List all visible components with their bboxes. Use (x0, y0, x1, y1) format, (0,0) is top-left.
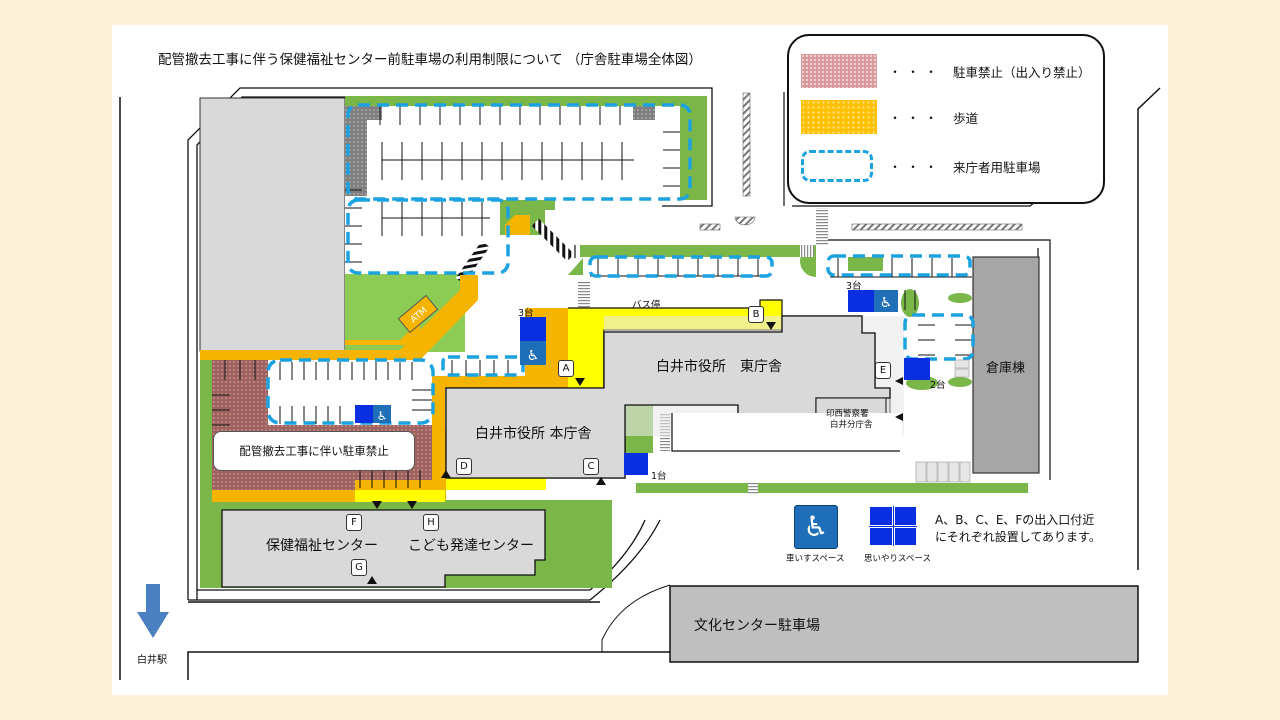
wheelchair-space-label: 車いすスペース (786, 554, 845, 564)
legend-label-sidewalk: 歩道 (953, 110, 979, 126)
entrance-arrows (367, 322, 903, 584)
middle-parking-lot (268, 360, 509, 425)
legend-dots: ・・・ (889, 159, 944, 174)
accessible-spaces: ♿ ♿ ♿ (355, 290, 930, 475)
consideration-space-label: 思いやりスペース (864, 554, 931, 564)
no-parking-swatch (801, 54, 877, 88)
map-legend: ・・・ 駐車禁止（出入り禁止） ・・・ 歩道 ・・・ 来庁者用駐車場 (787, 34, 1105, 204)
svg-text:♿: ♿ (527, 348, 540, 364)
accessible-note-line1: A、B、C、E、Fの出入口付近 (935, 513, 1095, 527)
entrance-g: G (351, 559, 367, 576)
entrance-h: H (423, 514, 439, 531)
count-label-3a: 3台 (518, 308, 534, 319)
visitor-parking-swatch (801, 150, 873, 182)
entrance-a: A (558, 360, 574, 377)
health-center-label: 保健福祉センター (266, 538, 378, 554)
count-label-1: 1台 (651, 471, 667, 482)
warehouse-label: 倉庫棟 (986, 361, 1026, 376)
svg-text:♿: ♿ (880, 295, 893, 311)
entrance-e: E (875, 362, 891, 379)
page-title: 配管撤去工事に伴う保健福祉センター前駐車場の利用制限について （庁舎駐車場全体図… (158, 52, 702, 68)
health-center-building (221, 509, 546, 588)
entrance-f: F (346, 514, 362, 531)
visitor-parking-outlines (266, 103, 975, 425)
front-parking (590, 258, 972, 356)
police-label-line2: 白井分庁舎 (830, 420, 873, 430)
entrance-b: B (748, 306, 764, 323)
legend-item-no-parking: ・・・ 駐車禁止（出入り禁止） (801, 54, 1091, 88)
warehouse-building (972, 256, 1040, 474)
child-center-label: こども発達センター (408, 538, 534, 554)
legend-item-sidewalk: ・・・ 歩道 (801, 100, 978, 134)
accessible-note-line2: にそれぞれ設置してあります。 (935, 530, 1101, 544)
legend-label-no-parking: 駐車禁止（出入り禁止） (953, 64, 1091, 80)
atm-kiosk: ATM (397, 294, 439, 334)
entrance-d: D (456, 458, 472, 475)
consideration-space-icon (869, 506, 917, 546)
legend-label-visitor-parking: 来庁者用駐車場 (953, 159, 1041, 175)
left-structure (199, 97, 346, 352)
bus-stop-label: バス停 (632, 300, 661, 311)
main-building-label: 白井市役所 本庁舎 (475, 426, 592, 442)
legend-dots: ・・・ (889, 64, 944, 79)
legend-item-visitor-parking: ・・・ 来庁者用駐車場 (801, 150, 1041, 182)
svg-text:♿: ♿ (377, 409, 388, 423)
east-wing-label: 白井市役所 東庁舎 (656, 359, 782, 375)
police-label-line1: 印西警察署 (826, 409, 869, 419)
station-label: 白井駅 (137, 655, 167, 666)
sidewalk-swatch (801, 100, 877, 134)
station-arrow-icon (137, 584, 169, 638)
count-label-3b: 3台 (846, 281, 862, 292)
police-parking-spaces (915, 359, 971, 483)
culture-center-parking (669, 585, 1139, 663)
culture-parking-label: 文化センター駐車場 (694, 618, 820, 634)
no-parking-notice: 配管撤去工事に伴い駐車禁止 (213, 431, 415, 471)
count-label-2: 2台 (930, 380, 946, 391)
legend-dots: ・・・ (889, 110, 944, 125)
wheelchair-space-icon: ♿ (794, 505, 838, 549)
entrance-c: C (583, 458, 599, 475)
